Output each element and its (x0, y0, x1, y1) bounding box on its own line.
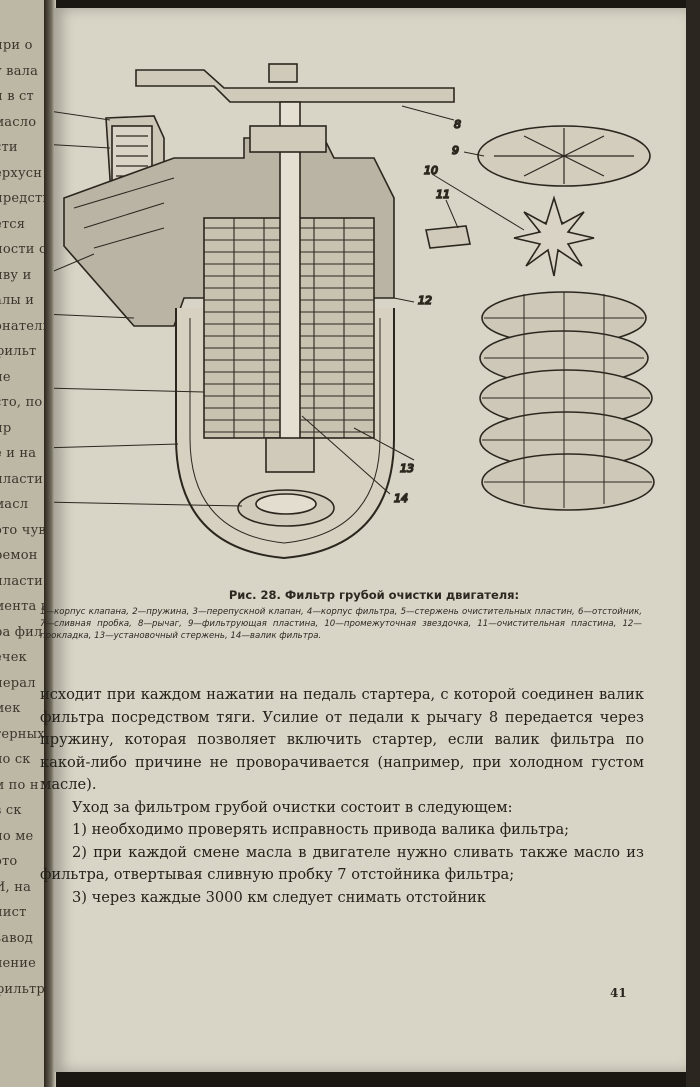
label-14: 14 (394, 492, 408, 505)
body-text: исходит при каждом нажатии на педаль ста… (40, 684, 644, 909)
left-page-fragment: ло ск (0, 752, 31, 767)
paragraph-5: 3) через каждые 3000 км следует снимать … (72, 888, 487, 906)
left-page-fragment: ется (0, 216, 26, 232)
left-page-fragment: онатель (0, 318, 48, 334)
figure-legend: 1—корпус клапана, 2—пружина, 3—перепускн… (40, 607, 642, 641)
left-page-fragment: иву и (0, 267, 32, 283)
left-page-fragment: алы и (0, 293, 35, 308)
left-page-fragment: ра фил (0, 624, 43, 640)
left-page-fragment: пласти (0, 573, 44, 589)
left-page-fragment: сти (0, 140, 18, 155)
left-page-fragment: мента в (0, 599, 48, 614)
left-page-fragment: чист (0, 905, 27, 920)
left-page-fragment: предстn (0, 191, 48, 206)
left-page-fragment: и в ст (0, 89, 34, 104)
page-edge (686, 0, 700, 1087)
left-page-fragment: ото чув (0, 522, 46, 538)
left-page-fragment: пр (0, 420, 12, 436)
left-page-fragment: ерхусн (0, 165, 43, 181)
label-9: 9 (452, 144, 459, 157)
left-page-fragment: по ме (0, 828, 34, 844)
label-11: 11 (436, 188, 450, 201)
left-page-fragment: ремон (0, 548, 38, 563)
label-13: 13 (400, 462, 414, 475)
left-page-fragment: при о (0, 38, 33, 53)
left-page-fragment: у вала (0, 63, 39, 79)
left-page-fragment: пласти (0, 471, 44, 487)
left-page-fragment: терных (0, 726, 45, 742)
left-page-fragment: ление (0, 956, 36, 971)
book-gutter (44, 0, 56, 1087)
paragraph-3: 1) необходимо проверять исправность прив… (72, 821, 570, 838)
paragraph-1: исходит при каждом нажатии на педаль ста… (40, 686, 644, 793)
paragraph-2: Уход за фильтром грубой очистки состоит … (72, 798, 513, 816)
label-8: 8 (454, 118, 461, 131)
left-page-fragment: не (0, 369, 11, 385)
paragraph-4: 2) при каждой смене масла в двигателе ну… (40, 843, 644, 884)
left-page-fragment: фильт (0, 344, 37, 359)
left-page-fragment: нерал (0, 675, 36, 691)
filter-diagram: 8 9 10 11 12 13 14 (54, 63, 655, 560)
left-page-fragment: в ск (0, 803, 22, 818)
page-number: 41 (610, 986, 627, 1000)
left-page-fragment: фильтр (0, 981, 45, 997)
left-page-fragment: И, на (0, 879, 32, 895)
left-page-fragment: мек (0, 701, 21, 716)
book-page: 8 9 10 11 12 13 14 Рис. 28. Фильтр грубо… (40, 8, 686, 1072)
left-page-fragment: ото (0, 854, 18, 869)
left-page-fragment: ечек (0, 650, 27, 665)
left-page-fragment: ности с (0, 242, 47, 257)
left-page: при о у вала и в ст масло сти ерхусн предстn ет… (0, 0, 48, 1087)
left-page-fragment: масл (0, 497, 29, 512)
label-12: 12 (418, 294, 432, 307)
left-page-fragment: завод (0, 930, 33, 946)
figure-caption: Рис. 28. Фильтр грубой очистки двигателя… (228, 588, 520, 602)
left-page-fragment: м по н (0, 777, 39, 793)
left-page-fragment: е и на (0, 446, 37, 461)
left-page-fragment: сто, по (0, 395, 43, 410)
left-page-fragment: масло (0, 114, 37, 130)
label-10: 10 (424, 164, 438, 177)
